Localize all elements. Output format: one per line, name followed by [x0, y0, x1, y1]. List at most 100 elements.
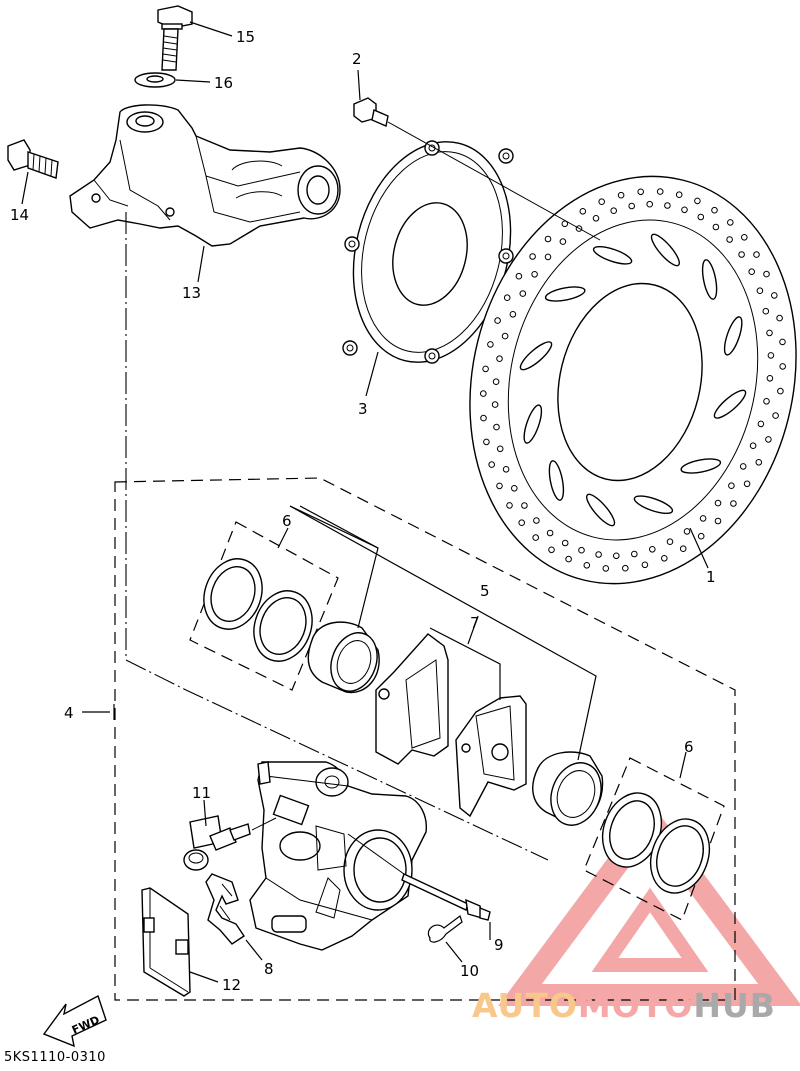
disc-hole	[694, 197, 701, 205]
disc-hole	[598, 198, 606, 205]
bolt-14[interactable]	[7, 139, 59, 179]
bolt-2[interactable]	[353, 97, 389, 127]
disc-hole	[529, 253, 536, 260]
disc-hole	[637, 188, 645, 196]
disc-hole	[565, 555, 572, 563]
watermark-hub: HUB	[693, 986, 776, 1025]
disc-hole	[714, 517, 722, 525]
label-6-lower: 6	[684, 738, 694, 756]
disc-hole	[496, 482, 503, 490]
disc-hole	[777, 387, 784, 395]
label-14: 14	[10, 206, 29, 224]
label-2: 2	[352, 50, 362, 68]
disc-hole	[583, 562, 591, 569]
disc-hole	[738, 251, 745, 258]
disc-hole	[628, 202, 636, 210]
disc-hole	[679, 545, 687, 553]
label-1: 1	[706, 568, 716, 586]
disc-hole	[483, 438, 490, 446]
dust-seal-6b[interactable]	[244, 583, 321, 670]
disc-hole	[683, 528, 691, 535]
brake-pad-7b[interactable]	[455, 695, 527, 818]
disc-hole	[602, 565, 610, 572]
disc-hole	[595, 551, 602, 558]
washer-16[interactable]	[134, 72, 176, 88]
disc-hole	[739, 463, 747, 470]
disc-hole	[661, 555, 668, 562]
leader-lines	[21, 21, 709, 983]
disc-hole	[575, 225, 583, 232]
disc-hole	[766, 329, 773, 337]
disc-slot	[701, 259, 718, 300]
drawing-code: 5KS1110-0310	[4, 1050, 106, 1065]
disc-hole	[712, 223, 720, 231]
piston-seal-6a[interactable]	[194, 551, 271, 638]
dust-seal-6d[interactable]	[641, 811, 720, 902]
caliper-body[interactable]	[249, 761, 427, 951]
disc-hole	[592, 215, 600, 222]
disc-hole	[492, 378, 500, 386]
pad-pin-9[interactable]	[401, 873, 491, 921]
piston-upper[interactable]	[307, 621, 385, 698]
disc-hole	[681, 206, 688, 214]
disc-hole	[631, 550, 638, 558]
disc-slot	[713, 389, 747, 419]
disc-hole	[753, 251, 760, 258]
pad-pin-clip-10[interactable]	[427, 915, 463, 943]
disc-slot	[544, 286, 586, 302]
disc-hole	[531, 271, 538, 278]
disc-hole	[776, 314, 783, 322]
disc-hole	[482, 365, 489, 373]
disc-hole	[506, 502, 513, 509]
disc-slot	[650, 233, 680, 267]
disc-hole	[763, 398, 770, 405]
label-13: 13	[182, 284, 201, 302]
disc-hole	[548, 546, 555, 554]
disc-hole	[749, 442, 757, 450]
disc-hole	[480, 414, 487, 422]
part-number-labels: 15 16 2 14 13 3 1 4 6 5 7 6 11 8 12 9 10	[10, 28, 716, 994]
disc-slot	[523, 404, 543, 444]
disc-slot	[592, 245, 633, 265]
disc-slot	[548, 460, 565, 501]
watermark-moto: MOTO	[577, 986, 694, 1025]
disc-hole	[515, 272, 523, 280]
label-11: 11	[192, 784, 211, 802]
disc-hole	[617, 191, 625, 199]
disc-hole	[711, 206, 718, 214]
disc-hole	[772, 412, 779, 419]
piston-lower[interactable]	[532, 751, 610, 832]
caliper-plate-12[interactable]	[141, 887, 191, 997]
bolt-15[interactable]	[157, 5, 193, 71]
disc-hole	[561, 539, 569, 547]
disc-hole	[675, 191, 683, 198]
label-16: 16	[214, 74, 233, 92]
disc-hole	[741, 234, 748, 241]
disc-hole	[578, 546, 585, 554]
disc-hole	[728, 482, 735, 490]
disc-hole	[743, 480, 751, 488]
bleed-screw-11[interactable]	[183, 815, 251, 871]
disc-slot	[723, 316, 743, 356]
disc-hole	[756, 287, 764, 295]
piston-seal-6c[interactable]	[593, 785, 672, 876]
label-3: 3	[358, 400, 368, 418]
brake-disc-1[interactable]	[428, 141, 800, 618]
watermark-text: AUTOMOTOHUB	[472, 986, 798, 1025]
label-9: 9	[494, 936, 504, 954]
disc-hole	[646, 200, 654, 208]
disc-hole	[487, 341, 494, 348]
disc-hole	[521, 502, 528, 509]
label-4: 4	[64, 704, 74, 722]
disc-slot	[680, 458, 722, 474]
disc-hole	[641, 561, 649, 569]
disc-drill-holes	[480, 188, 787, 572]
brake-pad-7a[interactable]	[375, 633, 449, 765]
pad-spring-8[interactable]	[205, 873, 245, 945]
caliper-bracket-13[interactable]	[69, 104, 341, 247]
disc-hole	[664, 202, 671, 209]
disc-hole	[501, 332, 509, 340]
disc-hole	[533, 517, 540, 524]
disc-hole	[727, 219, 734, 226]
disc-cover-3[interactable]	[331, 125, 533, 379]
